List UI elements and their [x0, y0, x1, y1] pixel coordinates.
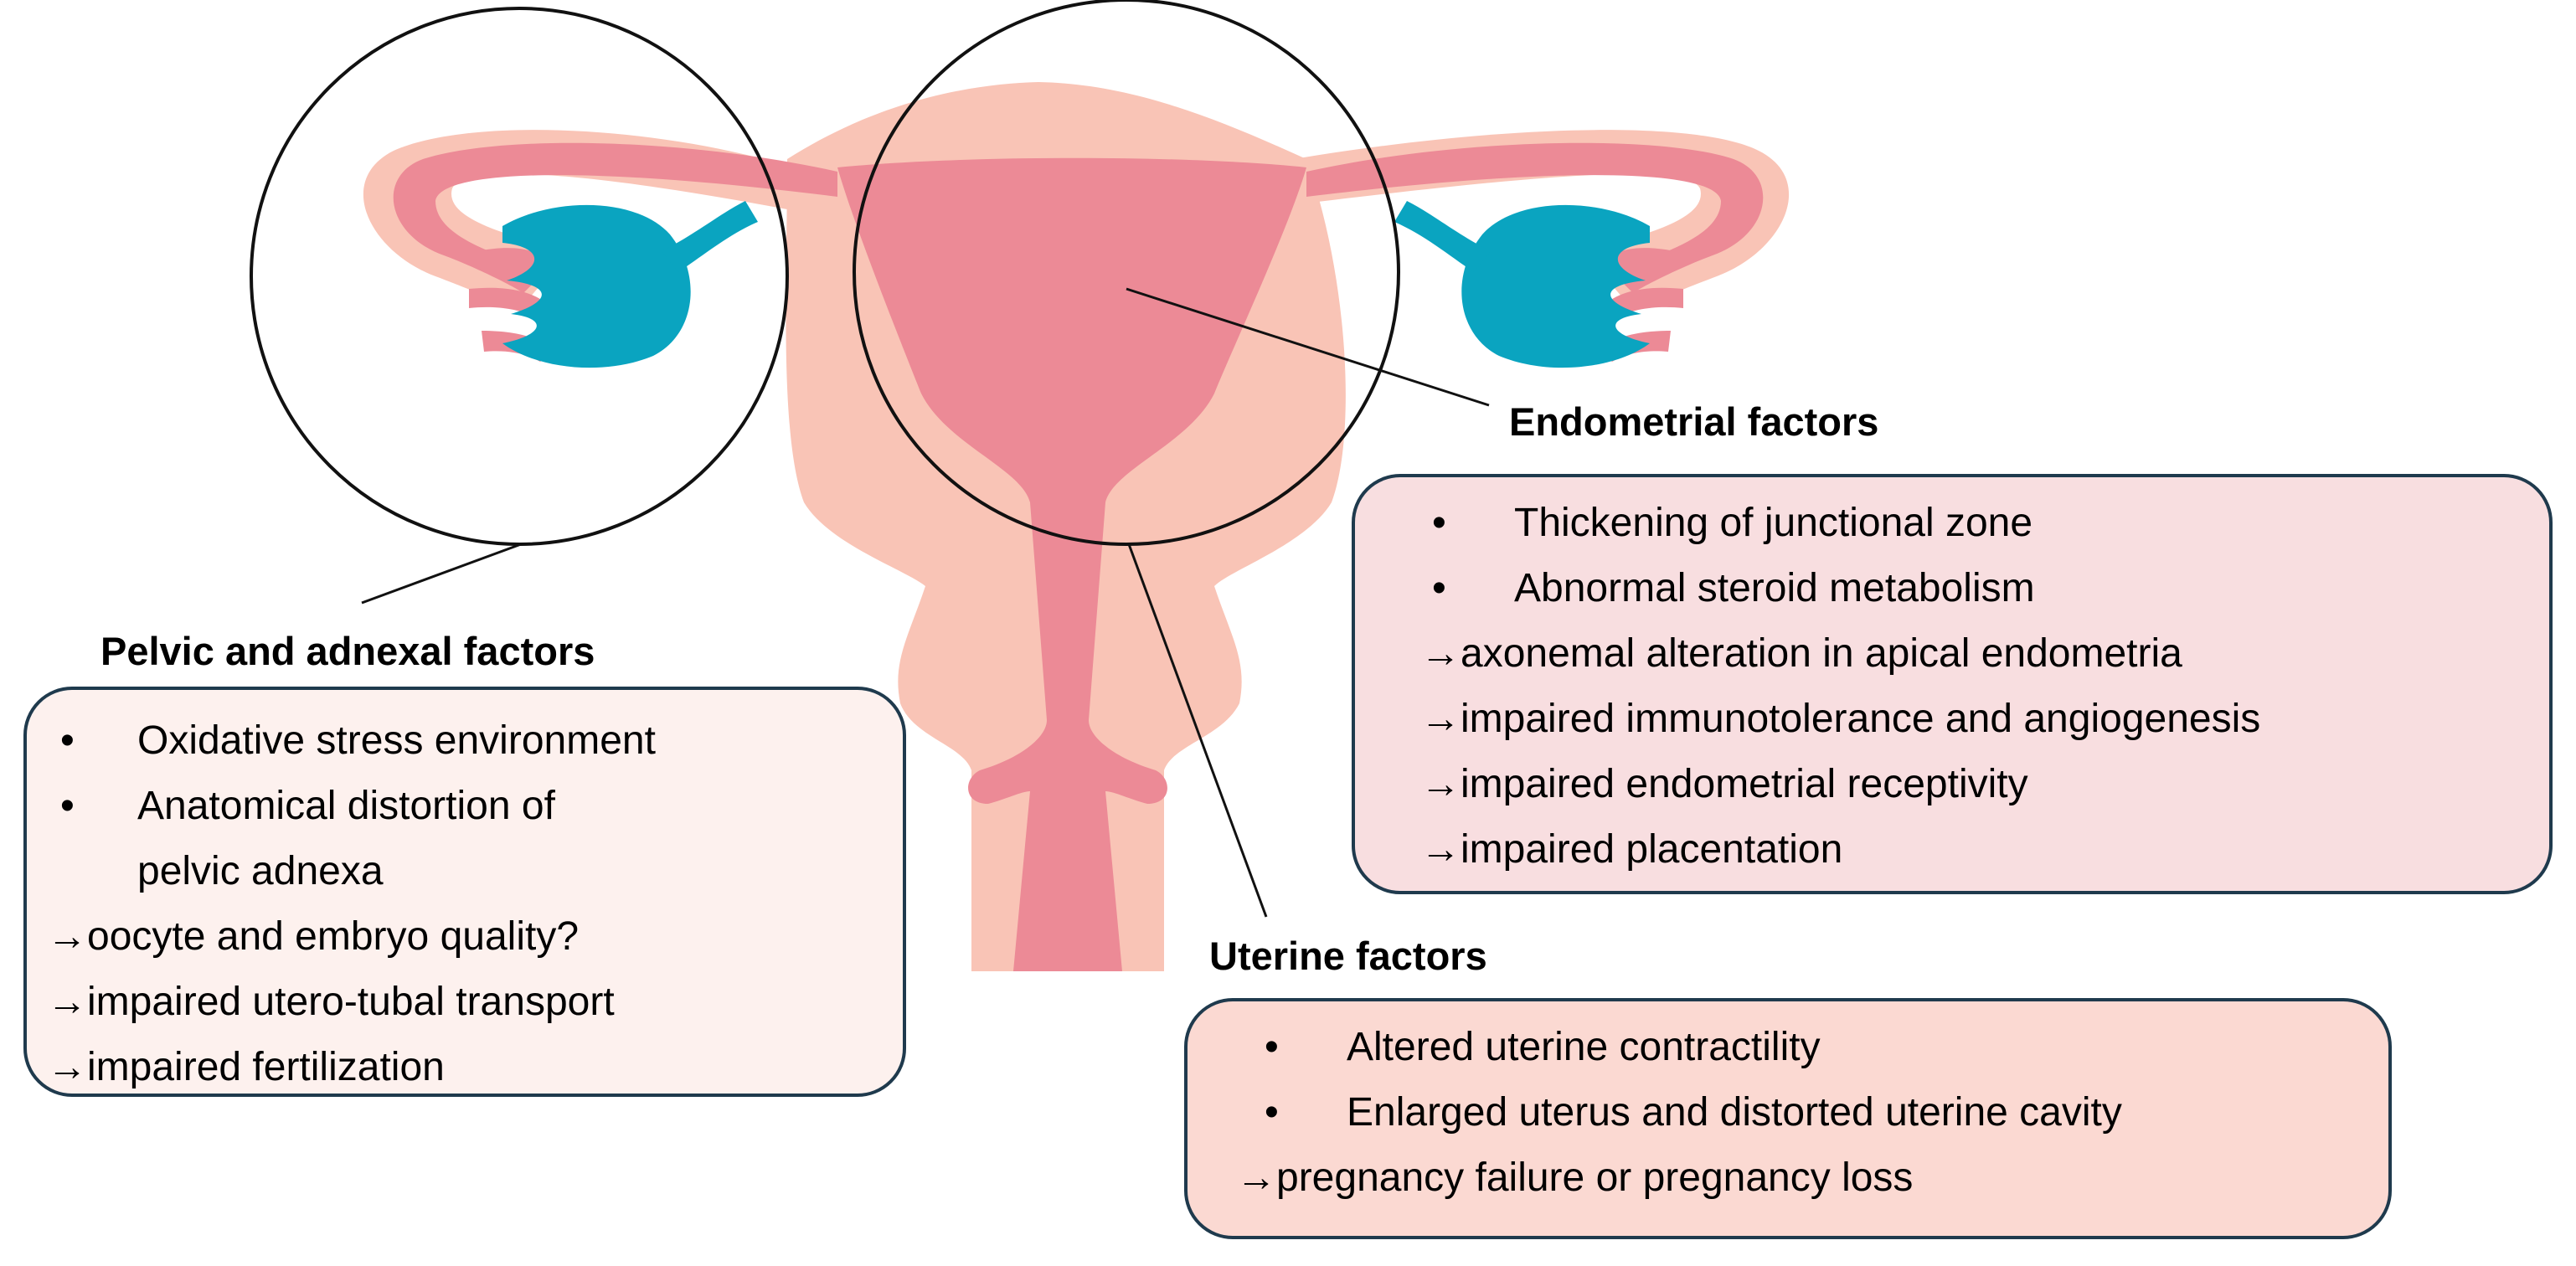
- uterine-factors-box: • Altered uterine contractility • Enlarg…: [1184, 998, 2392, 1239]
- uterine-bullet-1-text: Altered uterine contractility: [1347, 1025, 1821, 1069]
- arrow-icon: →: [1420, 762, 1461, 806]
- pelvic-bullet-1: • Oxidative stress environment: [55, 708, 903, 774]
- leader-line-endometrial: [1126, 287, 1490, 407]
- leader-line-pelvic: [361, 543, 522, 605]
- pelvic-arrow-3-text: impaired fertilization: [87, 1045, 445, 1089]
- endometrial-bullet-2: • Abnormal steroid metabolism: [1394, 556, 2549, 621]
- bullet-dot: •: [60, 784, 75, 828]
- arrow-icon: →: [1420, 697, 1461, 741]
- bullet-dot: •: [1265, 1090, 1279, 1135]
- pelvic-arrow-2-text: impaired utero-tubal transport: [87, 980, 615, 1024]
- pelvic-bullet-1-text: Oxidative stress environment: [137, 718, 656, 763]
- arrow-icon: →: [1420, 827, 1461, 872]
- arrow-icon: →: [47, 914, 87, 959]
- uterine-bullet-2-text: Enlarged uterus and distorted uterine ca…: [1347, 1090, 2122, 1135]
- callout-circle-uterus: [853, 0, 1400, 546]
- endometrial-arrow-2-text: impaired immunotolerance and angiogenesi…: [1461, 697, 2261, 741]
- pelvic-bullet-2-continued: pelvic adnexa: [55, 839, 903, 904]
- pelvic-factors-box: • Oxidative stress environment • Anatomi…: [23, 687, 906, 1097]
- pelvic-bullet-2: • Anatomical distortion of: [55, 774, 903, 839]
- pelvic-bullet-2-continued-text: pelvic adnexa: [137, 849, 384, 893]
- arrow-icon: →: [47, 980, 87, 1024]
- bullet-dot: •: [1265, 1025, 1279, 1069]
- ovary-left: [502, 201, 758, 368]
- bullet-dot: •: [60, 718, 75, 763]
- arrow-icon: →: [1236, 1155, 1276, 1200]
- uterine-bullet-2: • Enlarged uterus and distorted uterine …: [1226, 1080, 2388, 1145]
- endometrial-arrow-3: →impaired endometrial receptivity: [1394, 752, 2549, 817]
- pelvic-heading: Pelvic and adnexal factors: [100, 629, 595, 673]
- uterine-arrow-1: →pregnancy failure or pregnancy loss: [1226, 1145, 2388, 1211]
- arrow-icon: →: [47, 1045, 87, 1089]
- pelvic-bullet-2-text: Anatomical distortion of: [137, 784, 555, 828]
- endometrial-arrow-4: →impaired placentation: [1394, 817, 2549, 883]
- pelvic-arrow-3: →impaired fertilization: [47, 1035, 903, 1100]
- pelvic-arrow-2: →impaired utero-tubal transport: [47, 970, 903, 1035]
- bullet-dot: •: [1432, 566, 1446, 610]
- endometrial-bullet-1-text: Thickening of junctional zone: [1514, 501, 2033, 545]
- endometrial-factors-box: • Thickening of junctional zone • Abnorm…: [1352, 474, 2553, 894]
- bullet-dot: •: [1432, 501, 1446, 545]
- uterine-bullet-1: • Altered uterine contractility: [1226, 1015, 2388, 1080]
- uterine-arrow-1-text: pregnancy failure or pregnancy loss: [1276, 1155, 1914, 1200]
- arrow-icon: →: [1420, 631, 1461, 676]
- endometrial-bullet-2-text: Abnormal steroid metabolism: [1514, 566, 2035, 610]
- uterine-heading: Uterine factors: [1209, 934, 1487, 978]
- leader-line-uterine: [1127, 543, 1268, 918]
- endometrial-arrow-1: →axonemal alteration in apical endometri…: [1394, 621, 2549, 687]
- ovary-right: [1394, 201, 1650, 368]
- endometrial-heading: Endometrial factors: [1509, 399, 1879, 444]
- endometrial-arrow-1-text: axonemal alteration in apical endometria: [1461, 631, 2182, 676]
- pelvic-arrow-1-text: oocyte and embryo quality?: [87, 914, 580, 959]
- endometrial-bullet-1: • Thickening of junctional zone: [1394, 491, 2549, 556]
- endometrial-arrow-2: →impaired immunotolerance and angiogenes…: [1394, 687, 2549, 752]
- endometrial-arrow-4-text: impaired placentation: [1461, 827, 1843, 872]
- endometrial-arrow-3-text: impaired endometrial receptivity: [1461, 762, 2028, 806]
- pelvic-arrow-1: →oocyte and embryo quality?: [47, 904, 903, 970]
